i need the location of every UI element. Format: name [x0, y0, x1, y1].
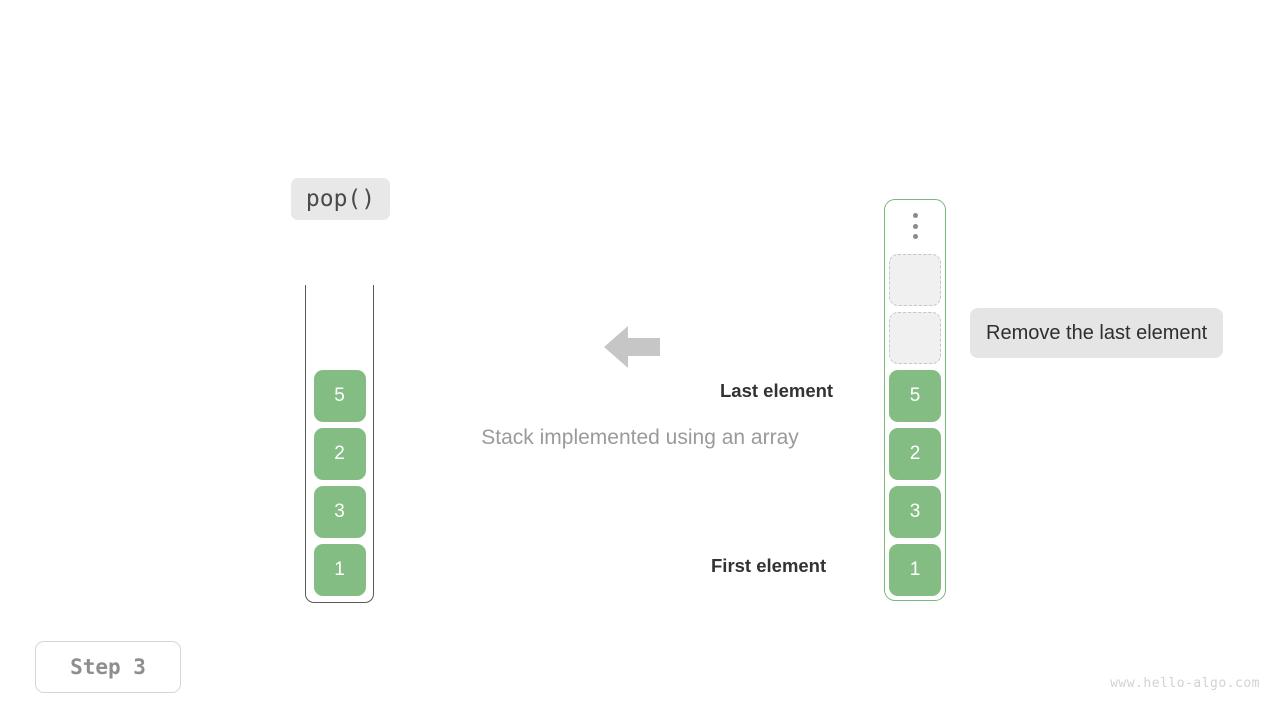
stack-element-filled: 1: [313, 544, 366, 596]
stack-element-filled: 5: [313, 370, 366, 422]
annotation-first-element: First element: [711, 555, 827, 576]
step-label: Step 3: [70, 655, 146, 679]
array-slots: 5 2 3 1: [885, 254, 945, 596]
array-element-filled: 5: [889, 370, 941, 422]
operation-chip: pop(): [291, 178, 390, 220]
diagram-caption: Stack implemented using an array: [481, 426, 799, 449]
array-element-filled: 1: [889, 544, 941, 596]
stack-element-value: 2: [334, 443, 345, 464]
stack-element-value: 1: [334, 559, 345, 580]
array-element-value: 2: [909, 443, 921, 464]
array-element-empty: [889, 254, 941, 306]
note-tooltip: Remove the last element: [970, 308, 1224, 358]
array-element-value: 3: [909, 501, 921, 522]
arrow-left-icon: [602, 320, 662, 374]
array-element-empty: [889, 312, 941, 364]
array-element-value: 1: [909, 559, 921, 580]
note-text: Remove the last element: [986, 321, 1208, 344]
array-element-filled: 3: [889, 486, 941, 538]
array-element-filled: 2: [889, 428, 941, 480]
stack-element-value: 5: [334, 385, 345, 406]
stack-element-filled: 2: [313, 428, 366, 480]
ellipsis-dot: [912, 213, 918, 218]
operation-label: pop(): [305, 186, 376, 212]
stack-element-value: 3: [334, 501, 345, 522]
ellipsis-dot: [912, 234, 918, 239]
ellipsis-dot: [912, 223, 918, 229]
annotation-last-element: Last element: [720, 380, 834, 401]
stack-items: 5 2 3 1: [306, 370, 373, 596]
step-badge: Step 3: [35, 641, 181, 693]
stack-element-filled: 3: [313, 486, 366, 538]
stack-container: 5 2 3 1: [305, 285, 374, 603]
vertical-ellipsis-icon: [884, 211, 946, 241]
watermark: www.hello-algo.com: [1110, 676, 1260, 691]
array-element-value: 5: [909, 385, 921, 406]
array-container: 5 2 3 1: [884, 199, 946, 601]
